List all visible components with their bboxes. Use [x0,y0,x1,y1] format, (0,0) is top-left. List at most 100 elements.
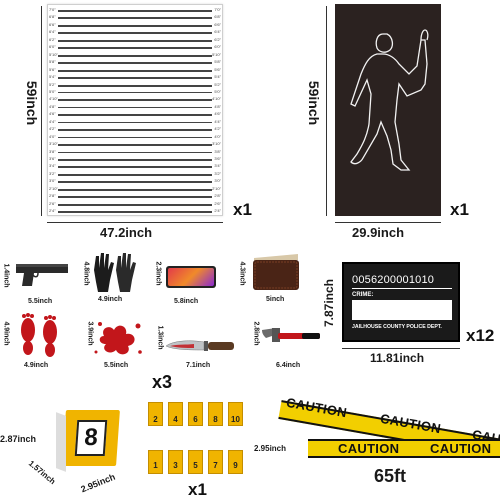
caution-tape-group: CAUTION CAUTION CAUTION CAUTION CAUTION … [250,380,500,500]
height-mark-left: 3'8" [49,148,56,154]
height-line [58,54,212,57]
height-line [58,32,212,34]
prop-wallet: 4.3inch 5inch [232,248,312,308]
height-line [58,121,212,124]
evidence-marker-card: 3 [168,450,183,474]
tent-height-label: 2.87inch [0,434,37,444]
tent-number-box: 8 [74,420,108,456]
height-line [58,188,212,191]
height-line [58,91,212,94]
tent-side [56,412,66,472]
height-mark-right: 3'4" [214,163,221,169]
height-mark-right: 2'6" [214,200,221,206]
height-chart-qty: x1 [233,200,252,219]
height-mark-right: 2'4" [214,208,221,214]
body-outline-poster [335,4,441,216]
height-mark-left: 3'6" [49,156,56,161]
gun-height-label: 1.4inch [2,263,10,288]
tape-height-label: 2.95inch [254,444,287,453]
height-mark-left: 4'2" [49,126,56,132]
chalk-body-outline-icon [350,29,429,171]
height-mark-left: 4'10" [49,96,58,102]
height-mark-left: 6'8" [49,14,56,20]
height-line [58,136,212,139]
prop-phone: 2.3inch 5.8inch [152,252,232,307]
height-mark-left: 6'4" [49,29,56,35]
mugshot-width-label: 11.81inch [370,351,425,365]
outline-height-arrow [326,6,327,216]
height-mark-right: 3'6" [214,156,221,161]
height-mark-right: 4'4" [214,118,221,124]
prop-gun: 1.4inch 5.5inch [0,252,75,307]
height-line [58,181,212,183]
height-mark-right: 4'2" [214,126,221,132]
height-mark-right: 6'6" [214,21,221,27]
height-line [58,203,212,206]
evidence-marker-card: 4 [168,402,183,426]
height-mark-left: 2'10" [49,185,58,191]
evidence-marker-card: 2 [148,402,163,426]
height-mark-left: 6'0" [49,44,56,50]
height-mark-left: 5'8" [49,59,56,65]
evidence-marker-card: 5 [188,450,203,474]
evidence-marker-card: 6 [188,402,203,426]
footprints-height-label: 4.9inch [2,321,10,346]
caution-tape-strip-2 [308,439,500,458]
height-mark-left: 4'6" [49,111,56,117]
wallet-icon [253,254,299,290]
mugshot-width-arrow [342,348,460,349]
gloves-width-label: 4.9inch [98,296,123,303]
mugshot-height-label: 7.87inch [322,278,336,328]
height-mark-left: 2'8" [49,193,56,199]
height-mark-right: 6'8" [214,14,221,20]
height-line [58,69,212,72]
mugshot-crime-label: CRIME: [352,292,374,298]
knife-width-label: 7.1inch [186,362,211,369]
gloves-height-label: 4.8inch [82,261,90,286]
prop-hammer: 2.8inch 6.4inch [240,314,325,372]
height-line [58,129,212,132]
body-outline-qty: x1 [450,200,469,219]
mugshot-board-group: 7.87inch 0056200001010 CRIME: JAILHOUSE … [318,256,500,376]
mugshot-board: 0056200001010 CRIME: JAILHOUSE COUNTY PO… [342,262,460,342]
height-line [58,47,212,49]
height-line [58,159,212,161]
height-line [58,151,212,154]
bloody-footprints-icon [21,313,57,357]
height-mark-left: 3'10" [49,141,58,147]
height-mark-right: 6'0" [214,44,221,50]
pistol-icon [16,264,68,286]
prop-blood-splatter: 3.9inch 5.5inch [78,310,158,372]
height-line [58,39,212,42]
wallet-width-label: 5inch [266,296,285,303]
height-line [58,17,212,19]
wallet-height-label: 4.3inch [238,261,246,286]
height-mark-left: 3'2" [49,170,56,176]
width-arrow [47,222,223,223]
height-mark-right: 5'6" [214,66,221,72]
prop-footprints: 4.9inch 4.9inch [0,310,78,372]
height-line [58,211,212,213]
mugshot-qty: x12 [466,326,495,345]
height-mark-right: 4'0" [214,133,221,139]
height-mark-left: 4'4" [49,118,56,124]
markers-qty: x1 [188,480,207,499]
height-chart-group: 59inch 7'0"7'0"6'8"6'8"6'6"6'6"6'4"6'4"6… [0,0,260,245]
gloves-icon [94,253,136,292]
height-line [58,62,212,64]
height-mark-left: 3'4" [49,163,56,169]
height-mark-left: 5'0" [49,88,56,94]
height-mark-right: 5'4" [214,74,221,80]
height-mark-right: 2'8" [214,193,221,199]
height-line [58,114,212,117]
prop-knife: 1.3inch 7.1inch [150,320,240,372]
height-mark-right: 3'2" [214,170,221,176]
bloody-knife-icon [165,340,234,351]
height-mark-left: 5'10" [49,51,58,57]
body-outline-height-label: 59inch [306,80,322,126]
tape-length-label: 65ft [374,466,407,486]
height-mark-right: 6'4" [214,29,221,35]
phone-height-label: 2.3inch [154,261,162,286]
tent-number: 8 [83,424,99,451]
